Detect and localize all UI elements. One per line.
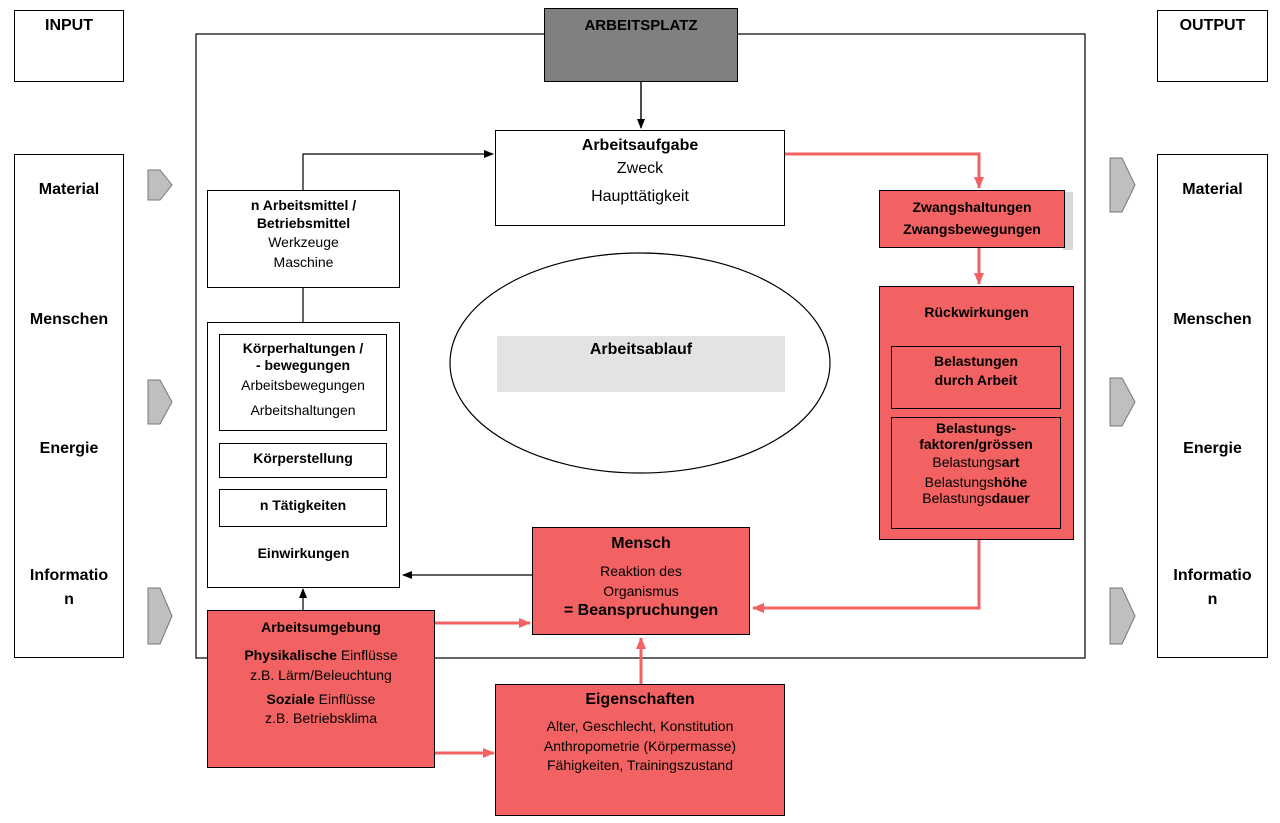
taetigkeiten-box: n Tätigkeiten bbox=[219, 489, 387, 527]
input-header: INPUT bbox=[14, 10, 124, 82]
output-chevron-material bbox=[1109, 157, 1136, 213]
taetigkeiten-label: n Tätigkeiten bbox=[259, 497, 347, 513]
input-item-information: Informatio bbox=[29, 567, 109, 584]
output-item-menschen: Menschen bbox=[1173, 311, 1252, 328]
eigenschaften-line-3: Fähigkeiten, Trainingszustand bbox=[547, 757, 733, 773]
output-title: OUTPUT bbox=[1179, 17, 1246, 34]
output-item-information-cont: n bbox=[1207, 591, 1218, 608]
arbeitshaltungen-label: Arbeitshaltungen bbox=[250, 402, 356, 418]
koerperhaltungen-box: Körperhaltungen / - bewegungen Arbeitsbe… bbox=[219, 334, 387, 431]
eigenschaften-box: Eigenschaften Alter, Geschlecht, Konstit… bbox=[495, 684, 785, 816]
zwangs-shadow bbox=[1063, 192, 1073, 250]
koerperstellung-box: Körperstellung bbox=[219, 443, 387, 478]
eigenschaften-title: Eigenschaften bbox=[585, 691, 695, 708]
belastungen-line-1: Belastungen bbox=[933, 353, 1018, 369]
belastungshoehe-label: Belastungshöhe bbox=[924, 474, 1028, 490]
koerperstellung-label: Körperstellung bbox=[253, 450, 353, 466]
arbeitsmittel-box: n Arbeitsmittel / Betriebsmittel Werkzeu… bbox=[207, 190, 400, 288]
input-panel: Material Menschen Energie Informatio n bbox=[14, 154, 124, 658]
belastungsfaktoren-line-2: faktoren/grössen bbox=[919, 436, 1033, 452]
output-panel: Material Menschen Energie Informatio n bbox=[1157, 154, 1268, 658]
output-chevron-information bbox=[1109, 587, 1136, 645]
input-item-material: Material bbox=[38, 181, 100, 198]
input-item-menschen: Menschen bbox=[29, 311, 109, 328]
arbeitsmittel-werkzeuge: Werkzeuge bbox=[268, 234, 339, 250]
arrow-arbeitsmittel-to-aufgabe bbox=[302, 150, 494, 190]
arbeitsmittel-title-1: n Arbeitsmittel / bbox=[250, 197, 357, 213]
arbeitsumgebung-title: Arbeitsumgebung bbox=[261, 619, 381, 635]
arbeitsaufgabe-title: Arbeitsaufgabe bbox=[581, 137, 699, 154]
input-item-information-cont: n bbox=[64, 591, 74, 608]
input-item-energie: Energie bbox=[39, 440, 99, 457]
mensch-beanspruchungen: = Beanspruchungen bbox=[563, 602, 719, 619]
output-chevron-energie bbox=[1109, 377, 1136, 427]
eigenschaften-line-1: Alter, Geschlecht, Konstitution bbox=[546, 718, 734, 734]
zwangshaltungen-label: Zwangshaltungen bbox=[912, 199, 1032, 215]
soziale-einfluesse: Soziale Einflüsse bbox=[266, 691, 376, 707]
mensch-reaktion: Reaktion des bbox=[600, 563, 682, 579]
physikalische-einfluesse: Physikalische Einflüsse bbox=[244, 647, 398, 663]
koerperhaltungen-title-1: Körperhaltungen / bbox=[242, 340, 364, 356]
belastungsdauer-label: Belastungsdauer bbox=[922, 490, 1030, 506]
einwirkungen-label: Einwirkungen bbox=[257, 545, 350, 561]
input-chevron-material bbox=[147, 169, 173, 201]
mensch-organismus: Organismus bbox=[603, 583, 679, 599]
koerperhaltungen-title-2: - bewegungen bbox=[255, 357, 351, 373]
arbeitsplatz-title: ARBEITSPLATZ bbox=[584, 17, 698, 34]
arbeitsmittel-title-2: Betriebsmittel bbox=[256, 215, 351, 231]
mensch-title: Mensch bbox=[611, 535, 671, 552]
input-chevron-energie bbox=[147, 379, 173, 425]
zwangsbewegungen-label: Zwangsbewegungen bbox=[903, 221, 1041, 237]
output-chevrons bbox=[1109, 157, 1136, 645]
arbeitsablauf-label: Arbeitsablauf bbox=[589, 341, 693, 358]
arbeitsaufgabe-zweck: Zweck bbox=[616, 160, 664, 177]
belastungsfaktoren-box: Belastungs- faktoren/grössen Belastungsa… bbox=[891, 417, 1061, 529]
input-chevron-information bbox=[147, 587, 173, 645]
arbeitsablauf-label-bg bbox=[497, 336, 785, 392]
physikalische-beispiel: z.B. Lärm/Beleuchtung bbox=[250, 667, 392, 683]
arbeitsplatz-header: ARBEITSPLATZ bbox=[544, 8, 738, 82]
arbeitsumgebung-box: Arbeitsumgebung Physikalische Einflüsse … bbox=[207, 610, 435, 768]
arbeitsaufgabe-box: Arbeitsaufgabe Zweck Haupttätigkeit bbox=[495, 130, 785, 226]
output-header: OUTPUT bbox=[1157, 10, 1268, 82]
arbeitsmittel-maschine: Maschine bbox=[273, 254, 334, 270]
belastungen-box: Belastungen durch Arbeit bbox=[891, 346, 1061, 409]
arrow-aufgabe-to-zwangs bbox=[785, 152, 984, 189]
belastungsfaktoren-line-1: Belastungs- bbox=[935, 420, 1017, 436]
input-chevrons bbox=[147, 169, 173, 645]
eigenschaften-line-2: Anthropometrie (Körpermasse) bbox=[543, 738, 737, 754]
arbeitsbewegungen-label: Arbeitsbewegungen bbox=[241, 377, 365, 393]
soziale-beispiel: z.B. Betriebsklima bbox=[264, 710, 378, 726]
belastungsart-label: Belastungsart bbox=[932, 454, 1020, 470]
rueckwirkungen-title: Rückwirkungen bbox=[924, 304, 1029, 320]
output-item-energie: Energie bbox=[1183, 440, 1242, 457]
zwangs-box: Zwangshaltungen Zwangsbewegungen bbox=[879, 190, 1065, 248]
belastungen-line-2: durch Arbeit bbox=[934, 372, 1018, 388]
input-title: INPUT bbox=[45, 17, 93, 34]
arbeitsaufgabe-haupttaetigkeit: Haupttätigkeit bbox=[591, 188, 689, 205]
output-item-information: Informatio bbox=[1173, 567, 1252, 584]
arrow-rueck-to-mensch bbox=[752, 540, 981, 613]
output-item-material: Material bbox=[1182, 181, 1243, 198]
mensch-box: Mensch Reaktion des Organismus = Beanspr… bbox=[532, 527, 750, 635]
